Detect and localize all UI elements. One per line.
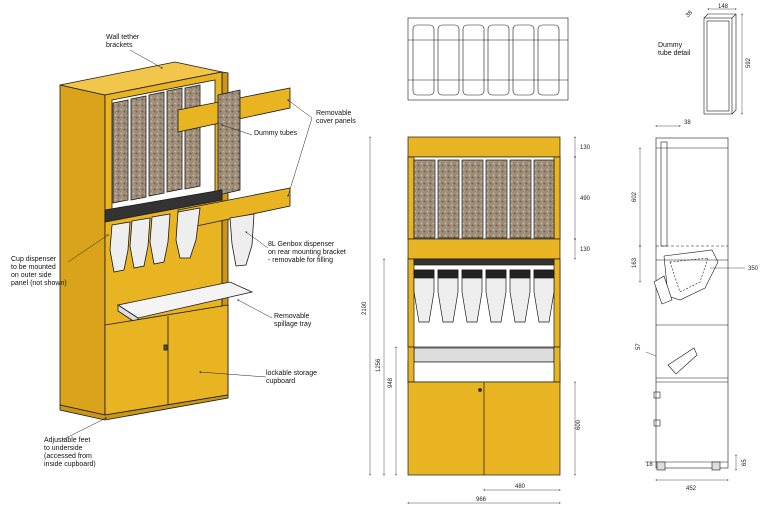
dim-1256: 1256: [376, 358, 382, 372]
dim-600: 600: [576, 419, 582, 430]
dim-966: 966: [476, 497, 487, 503]
front-spillage-tray: [413, 347, 555, 363]
dim-side-18: 18: [646, 462, 653, 468]
label-spillage-tray: Removable spillage tray: [274, 313, 312, 328]
dim-side-57: 57: [636, 343, 642, 350]
label-wall-tether: Wall tether brackets: [106, 34, 140, 49]
dim-side-452: 452: [686, 486, 697, 492]
dim-side-38: 38: [684, 120, 691, 126]
label-adjustable-feet: Adjustable feet to underside (accessed f…: [44, 437, 96, 468]
dim-side-350: 350: [748, 266, 759, 272]
front-elevation: [407, 136, 561, 476]
front-dimension-text: 130 490 130 600 2100 1256 948 480 966: [362, 145, 591, 503]
label-storage-cupboard: lockable storage cupboard: [266, 370, 317, 385]
label-cup-dispenser: Cup dispenser to be mounted on outer sid…: [11, 256, 67, 287]
front-dummy-tubes: [413, 159, 555, 239]
dim-480: 480: [515, 484, 526, 490]
iso-right-bay: [217, 89, 241, 196]
iso-leaders: [61, 49, 313, 441]
dim-490: 490: [580, 196, 591, 202]
side-dimension-lines: [639, 125, 745, 481]
front-dimension-lines: [369, 136, 576, 504]
dim-side-163: 163: [632, 257, 638, 268]
label-cover-panels: Removable cover panels: [316, 110, 356, 125]
dim-tube-38: 38: [685, 10, 694, 19]
dim-side-65: 65: [742, 459, 748, 466]
dim-tube-592: 592: [746, 57, 752, 68]
iso-dummy-tubes: [112, 84, 201, 204]
isometric-view: [59, 61, 291, 421]
dim-130-mid: 130: [580, 247, 591, 253]
tube-detail-dims: [707, 8, 743, 115]
side-spillage-tray: [667, 347, 698, 375]
label-tube-detail: Dummy tube detail: [658, 42, 691, 57]
front-mid-band: [407, 238, 561, 260]
side-dispenser: [663, 249, 719, 301]
front-dispensers: [413, 269, 555, 323]
dim-2100: 2100: [362, 301, 368, 315]
top-view: [407, 17, 569, 101]
dim-side-602: 602: [632, 191, 638, 202]
front-top-band: [407, 136, 561, 158]
dim-948: 948: [388, 377, 394, 388]
iso-dispensers: [109, 207, 255, 273]
dim-tube-148: 148: [718, 4, 729, 10]
dim-130-top: 130: [580, 145, 591, 151]
tube-detail: [703, 13, 737, 115]
label-dummy-tubes: Dummy tubes: [254, 130, 298, 137]
iso-side-panel: [59, 84, 106, 416]
side-section: [653, 137, 729, 471]
iso-dispenser-shelf: [104, 189, 223, 223]
label-genbox: 8L Genbox dispenser on rear mounting bra…: [268, 241, 346, 264]
top-view-dispensers: [412, 24, 560, 96]
side-dimension-text: 38 602 163 350 57 18 65 452: [632, 120, 759, 492]
